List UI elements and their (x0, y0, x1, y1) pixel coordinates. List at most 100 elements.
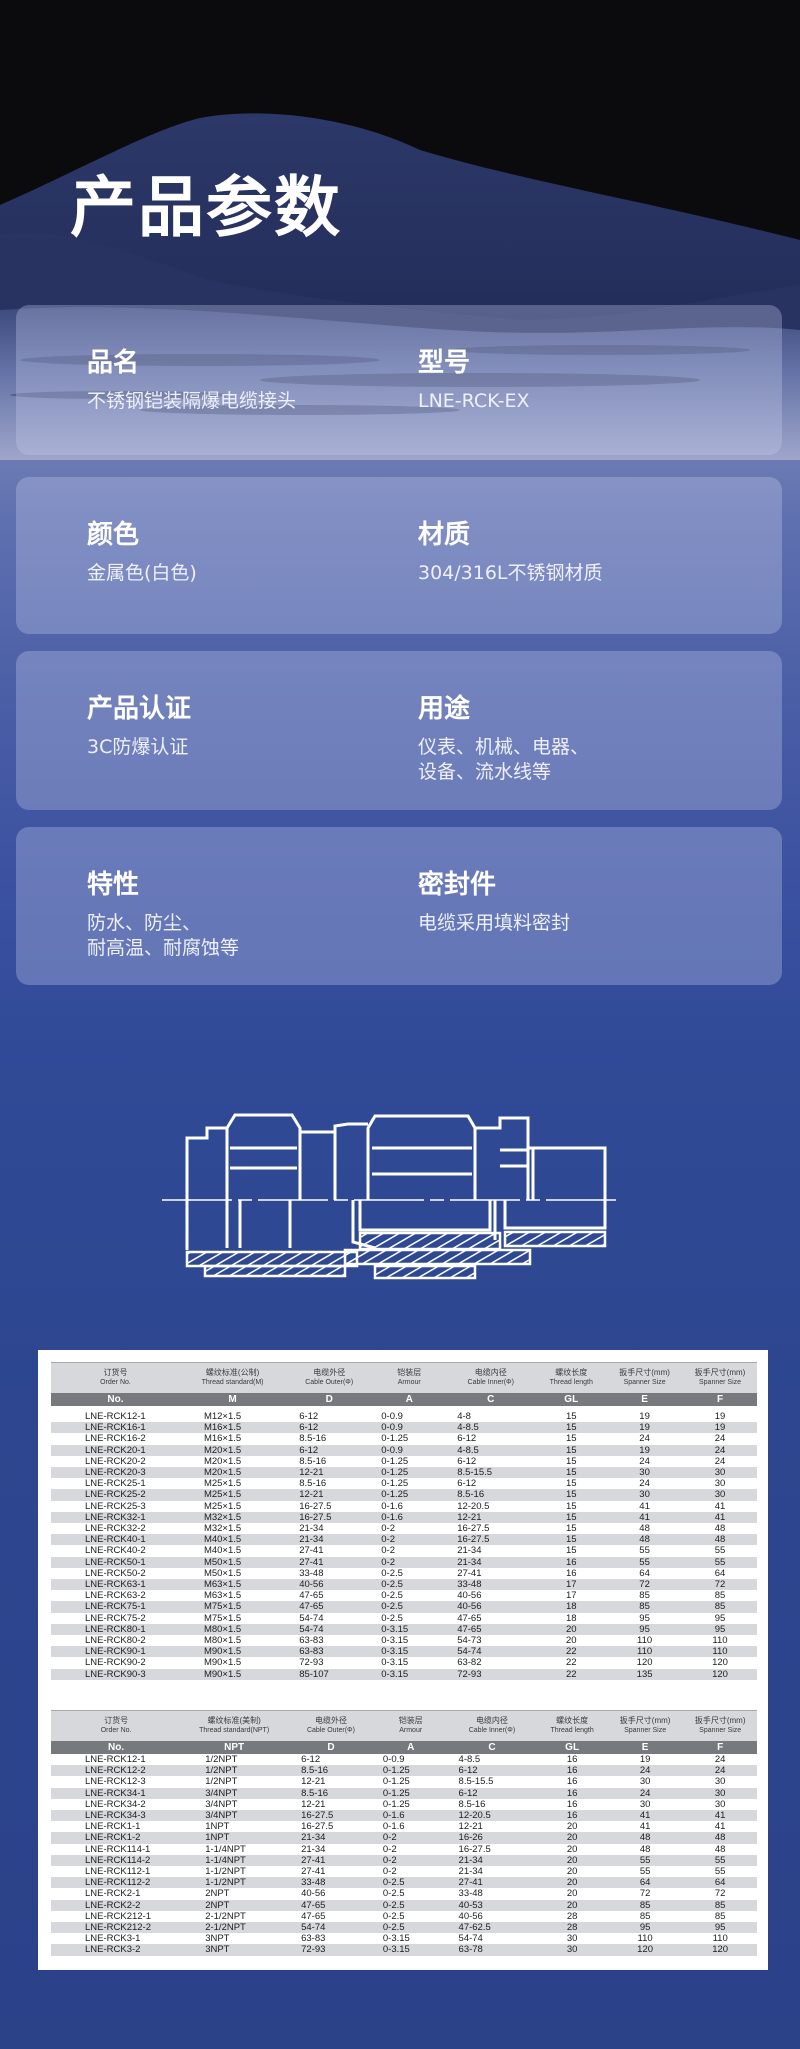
table-cell: 0-2.5 (373, 1579, 446, 1591)
table-cell: M80×1.5 (179, 1623, 286, 1636)
table-cell: 2-1/2NPT (181, 1910, 288, 1923)
header-en: Order No. (100, 1379, 131, 1386)
table-cell: 16 (537, 1754, 607, 1766)
table-cell: 15 (536, 1455, 607, 1468)
table-cell: 30 (683, 1776, 757, 1788)
table-cell: 41 (606, 1821, 684, 1833)
label-product-name: 品名 (87, 348, 140, 378)
table-cell: 63-83 (285, 1635, 374, 1647)
table-cell: 47-65 (287, 1899, 375, 1911)
table-cell: 63-83 (287, 1933, 375, 1945)
table-cell: 95 (683, 1612, 757, 1624)
table-cell: 4-8.5 (445, 1444, 537, 1456)
table-cell: 110 (683, 1646, 757, 1658)
table-cell: 21-34 (446, 1854, 538, 1867)
table-cell: LNE-RCK80-2 (51, 1635, 180, 1647)
table-cell: LNE-RCK80-1 (51, 1623, 180, 1636)
table-cell: 55 (606, 1854, 684, 1867)
table-cell: LNE-RCK75-1 (51, 1601, 180, 1613)
table-cell: 85 (683, 1899, 757, 1911)
table-cell: LNE-RCK34-1 (51, 1787, 182, 1799)
table-cell: 48 (683, 1523, 757, 1535)
table-cell: 40-56 (287, 1888, 375, 1900)
table-cell: 27-41 (445, 1567, 537, 1580)
header-zh: 铠装层 (397, 1368, 422, 1377)
table-cell: M40×1.5 (179, 1545, 286, 1557)
table-cell: 95 (683, 1623, 757, 1636)
table-cell: 47-62.5 (446, 1922, 538, 1934)
table-cell: LNE-RCK63-1 (51, 1579, 180, 1591)
table-cell: 110 (683, 1635, 757, 1647)
header-zh: 扳手尺寸(mm) (694, 1368, 746, 1377)
header-symbol: No. (51, 1393, 180, 1406)
table-cell: LNE-RCK12-1 (51, 1754, 182, 1766)
table-cell: 19 (606, 1422, 683, 1434)
table-cell: 72 (683, 1579, 757, 1591)
table-cell: 20 (537, 1899, 607, 1911)
table-cell: M90×1.5 (179, 1668, 286, 1680)
table-cell: 2-1/2NPT (181, 1922, 288, 1934)
table-cell: 2NPT (181, 1899, 288, 1911)
table-cell: LNE-RCK75-2 (51, 1612, 180, 1624)
table-cell: 6-12 (445, 1478, 537, 1490)
table-cell: 40-56 (445, 1590, 537, 1602)
table-cell: 54-74 (445, 1646, 537, 1658)
table-cell: 63-83 (285, 1646, 374, 1658)
table-cell: 15 (536, 1500, 607, 1512)
table-cell: 27-41 (285, 1545, 374, 1557)
table-cell: LNE-RCK2-2 (51, 1899, 182, 1911)
table-cell: 3/4NPT (181, 1810, 288, 1822)
table-cell: 2NPT (181, 1888, 288, 1900)
table-cell: 0-2 (373, 1523, 446, 1535)
table-cell: 0-3.15 (373, 1635, 446, 1647)
table-cell: M20×1.5 (179, 1467, 286, 1479)
table-cell: 33-48 (287, 1877, 375, 1889)
value-product-name: 不锈钢铠装隔爆电缆接头 (87, 390, 297, 412)
table-cell: 63-82 (445, 1657, 537, 1669)
table-cell: 15 (536, 1467, 607, 1479)
table-cell: 95 (606, 1922, 684, 1934)
table-cell: 6-12 (446, 1787, 538, 1799)
table-cell: 0-2.5 (373, 1612, 446, 1624)
table-cell: 72 (606, 1888, 684, 1900)
table-cell: 120 (606, 1944, 684, 1956)
table-cell: 24 (606, 1787, 684, 1799)
table-cell: 110 (683, 1933, 757, 1945)
table-cell: 17 (536, 1579, 607, 1591)
header-symbol: NPT (181, 1741, 288, 1754)
table-cell: LNE-RCK112-2 (51, 1877, 182, 1889)
table-cell: 48 (683, 1832, 757, 1844)
header-zh: 螺纹长度 (555, 1368, 588, 1377)
table-cell: LNE-RCK3-2 (51, 1944, 182, 1956)
table-symbol-row: No. M D A C GL E F (51, 1393, 757, 1406)
table-cell: 30 (606, 1798, 684, 1811)
table-cell: 8.5-16 (287, 1787, 375, 1799)
table-cell: 0-3.15 (373, 1668, 446, 1680)
info-card-features-seal: 特性 防水、防尘、 耐高温、耐腐蚀等 密封件 电缆采用填料密封 (16, 827, 782, 985)
table-cell: 85 (683, 1910, 757, 1923)
table-cell: 95 (606, 1623, 683, 1636)
table-cell: 120 (683, 1668, 757, 1680)
table-cell: 64 (683, 1567, 757, 1580)
table-cell: 95 (683, 1922, 757, 1934)
table-cell: 18 (536, 1612, 607, 1624)
table-cell: 110 (606, 1646, 683, 1658)
table-cell: 8.5-16 (446, 1798, 538, 1811)
table-cell: 0-0.9 (373, 1444, 446, 1456)
table-cell: 12-21 (446, 1821, 538, 1833)
table-cell: 16 (537, 1798, 607, 1811)
header-en: Cable Inner(Φ) (468, 1727, 516, 1734)
table-symbol-row: No. NPT D A C GL E F (51, 1741, 757, 1754)
